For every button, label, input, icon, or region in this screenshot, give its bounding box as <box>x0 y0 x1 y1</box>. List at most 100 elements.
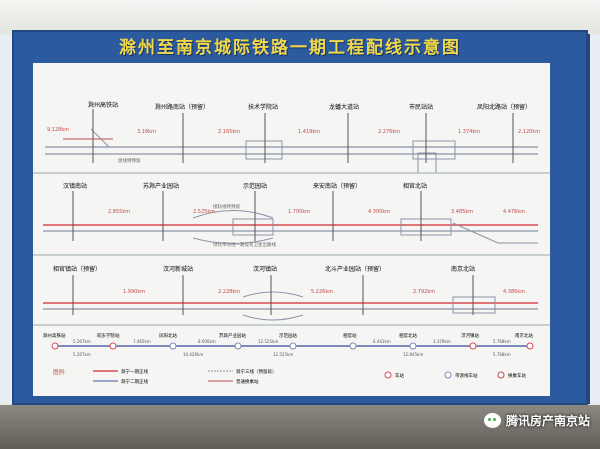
route-label-9: 南京北站 <box>515 332 533 339</box>
route-cum-2: 10.426km <box>183 352 203 357</box>
route-stop-4 <box>234 342 242 350</box>
row2-group: 汉镇南站 苏滁产业园站 示范园站 来安南站（预留） 相官北站 2.855km 2… <box>43 182 538 248</box>
row1-station-6: 凤阳北路站（预留） <box>477 103 531 111</box>
watermark-text: 腾讯房产南京站 <box>505 414 590 428</box>
legend-item-4: 普通换乘站 <box>236 378 259 385</box>
row2-distance-1: 2.855km <box>108 209 130 215</box>
row2-station-3: 示范园站 <box>243 182 267 190</box>
track-diagram: 滁州高铁站 滁州路南站（预留） 扶术学院站 龙蟠大道站 市民站站 凤阳北路站（预… <box>33 101 550 385</box>
row1-distance-6: 1.374km <box>458 129 480 135</box>
row3-station-5: 南京北站 <box>451 265 475 273</box>
route-label-4: 苏滁产业园站 <box>219 332 246 339</box>
route-stop-9 <box>526 342 534 350</box>
row1-station-box-2 <box>412 140 456 160</box>
row1-station-5: 市民站站 <box>409 103 433 111</box>
row2-distance-3: 1.700km <box>288 209 310 215</box>
row3-station-4: 北斗产业园站（预留） <box>325 265 385 273</box>
route-label-7: 相官北站 <box>399 332 417 339</box>
row2-note: 接轨线特预留 <box>213 203 240 210</box>
row3-distance-4: 2.792km <box>413 289 435 295</box>
row3-station-1: 相官镇站（预留） <box>53 265 101 273</box>
row3-station-box <box>452 296 496 314</box>
row3-distance-3: 5.226km <box>311 289 333 295</box>
legend-item-6: 带渡线车站 <box>455 372 478 379</box>
row2-distance-2: 2.525km <box>193 209 215 215</box>
route-cum-5: 5.768km <box>493 352 511 357</box>
route-dist-7: 5.768km <box>493 339 511 344</box>
row3-group: 相官镇站（预留） 汊河新城站 汊河镇站 北斗产业园站（预留） 南京北站 1.99… <box>43 265 538 321</box>
route-dist-6: 3.379km <box>433 339 451 344</box>
row1-station-2: 滁州路南站（预留） <box>155 103 209 111</box>
row1-station-3: 扶术学院站 <box>248 103 278 111</box>
row3-loop-1 <box>242 291 304 298</box>
board-title: 滁州至南京城际铁路一期工程配线示意图 <box>119 38 461 58</box>
row2-station-5: 相官北站 <box>403 182 427 190</box>
watermark: 腾讯房产南京站 <box>483 412 590 429</box>
row2-branch <box>452 222 538 244</box>
route-dist-1: 5.267km <box>73 339 91 344</box>
route-stop-8 <box>469 342 477 350</box>
route-label-6: 相官站 <box>343 332 357 339</box>
row1-distance-5: 2.276km <box>378 129 400 135</box>
ground-area <box>0 405 600 449</box>
row2-distance-5: 3.485km <box>451 209 473 215</box>
row3-distance-5: 4.386km <box>503 289 525 295</box>
row1-distance-7: 2.120km <box>518 129 540 135</box>
row2-distance-4: 4.300km <box>368 209 390 215</box>
route-label-3: 凤阳北站 <box>159 332 177 339</box>
legend-item-7: 换乘车站 <box>508 372 526 379</box>
legend-item-2: 滁宁二期正线 <box>121 378 148 385</box>
row2-station-2: 苏滁产业园站 <box>143 182 179 190</box>
row1-note: 渡线特预留 <box>118 157 141 164</box>
route-dist-3: 8.000km <box>198 339 216 344</box>
diagram-panel: 滁州高铁站 滁州路南站（预留） 扶术学院站 龙蟠大道站 市民站站 凤阳北路站（预… <box>33 63 550 396</box>
side-board-right <box>588 34 600 404</box>
row2-distance-6: 4.476km <box>503 209 525 215</box>
row1-station-box <box>245 140 283 160</box>
row1-station-1: 滁州高铁站 <box>88 101 118 109</box>
row2-loop-2 <box>192 237 274 244</box>
wechat-icon <box>483 413 501 428</box>
route-stop-3 <box>169 342 177 350</box>
legend-label: 图例: <box>53 368 66 376</box>
row1-distance-1: 9.128km <box>47 127 69 133</box>
row3-loop-2 <box>242 314 304 321</box>
route-stop-5 <box>289 342 297 350</box>
legend-swatch-7 <box>497 371 505 379</box>
route-label-8: 汊河镇站 <box>461 332 479 339</box>
row1-distance-4: 1.419km <box>298 129 320 135</box>
route-dist-5: 6.441km <box>373 339 391 344</box>
route-cum-1: 5.267km <box>73 352 91 357</box>
row2-station-box <box>232 218 274 236</box>
route-stop-7 <box>409 342 417 350</box>
route-label-2: 皖东学院站 <box>97 332 120 339</box>
route-dist-4: 12.525km <box>258 339 278 344</box>
row2-loop-1 <box>192 210 274 219</box>
route-cum-3: 12.525km <box>273 352 293 357</box>
sky-background <box>0 0 600 30</box>
legend-item-5: 车站 <box>395 372 404 379</box>
row3-distance-2: 2.228km <box>218 289 240 295</box>
legend-item-1: 滁宁一期正线 <box>121 368 148 375</box>
route-label-5: 示范园站 <box>279 332 297 339</box>
legend: 图例: 滁宁一期正线 滁宁二期正线 滁宁三线（预留段） 普通换乘站 车站 带渡线… <box>53 368 526 385</box>
row2-station-4: 来安南站（预留） <box>313 182 361 190</box>
route-cum-4: 12.845km <box>403 352 423 357</box>
row2-station-1: 汉镇南站 <box>63 182 87 190</box>
route-label-1: 滁州高铁站 <box>43 332 66 339</box>
row1-station-4: 龙蟠大道站 <box>329 103 359 111</box>
row2-station-box-2 <box>400 218 452 236</box>
row1-switch <box>90 128 110 148</box>
route-stop-1 <box>51 342 59 350</box>
row1-station-box-3 <box>417 152 437 174</box>
legend-item-3: 滁宁三线（预留段） <box>236 368 277 375</box>
legend-swatch-5 <box>384 371 392 379</box>
row1-distance-3: 2.165km <box>218 129 240 135</box>
row1-distance-2: 3.16km <box>137 129 156 135</box>
route-stop-6 <box>349 342 357 350</box>
row3-distance-1: 1.990km <box>123 289 145 295</box>
row2-note-2: 绿化带与线一路设有卫星出路线 <box>213 241 276 248</box>
row3-station-2: 汊河新城站 <box>163 265 193 273</box>
route-overview: 滁州高铁站 皖东学院站 凤阳北站 苏滁产业园站 示范园站 相官站 相官北站 汊河… <box>43 332 534 357</box>
route-dist-2: 7.465km <box>133 339 151 344</box>
